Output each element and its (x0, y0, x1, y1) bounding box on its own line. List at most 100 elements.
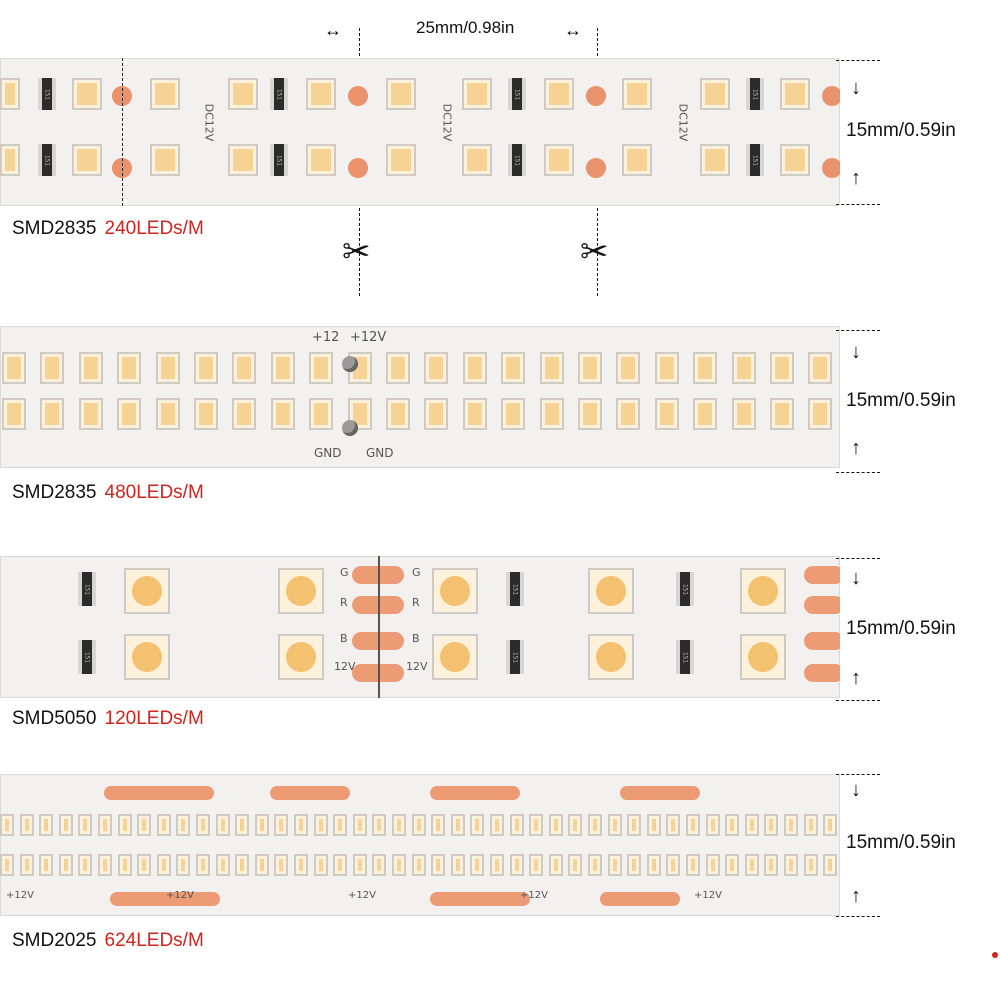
led-chip (117, 398, 142, 430)
led-chip (333, 854, 348, 876)
led-chip (215, 854, 230, 876)
silkscreen-g: G (340, 566, 349, 579)
solder-pad (822, 158, 840, 178)
led-chip (780, 78, 810, 110)
led-strip-smd2835-240: 151 151 151 151 151 151 151 151 DC12V DC… (0, 58, 840, 206)
led-chip (450, 854, 465, 876)
led-chip (156, 854, 171, 876)
led-chip (744, 814, 759, 836)
led-chip (156, 814, 171, 836)
led-chip (770, 352, 794, 384)
led-chip (0, 144, 20, 176)
resistor: 151 (506, 572, 524, 606)
led-chip (424, 398, 449, 430)
led-chip (194, 352, 218, 384)
led-chip (770, 398, 794, 430)
led-chip (462, 352, 487, 384)
width-dimension: ↓ ↑ (836, 774, 880, 918)
led-chip (78, 352, 103, 384)
solder-pad (586, 158, 606, 178)
led-chip (432, 568, 478, 614)
solder-joint (342, 356, 358, 372)
led-chip (568, 814, 583, 836)
led-chip (411, 854, 426, 876)
solder-pad (804, 632, 840, 650)
silkscreen-gnd: GND (314, 446, 342, 460)
led-chip (98, 814, 112, 836)
led-chip (372, 814, 387, 836)
led-chip (646, 854, 661, 876)
width-dimension: ↓ ↑ (836, 60, 880, 206)
led-chip (705, 814, 720, 836)
led-chip (78, 814, 93, 836)
solder-pad (430, 892, 530, 906)
silkscreen-gnd: GND (366, 446, 394, 460)
resistor: 151 (506, 640, 524, 674)
led-chip (372, 854, 387, 876)
strip-model: SMD2835 (12, 218, 97, 239)
resistor: 151 (270, 144, 288, 176)
solder-pad (620, 786, 700, 800)
silkscreen-b: B (340, 632, 348, 645)
led-chip (646, 814, 661, 836)
led-chip (78, 854, 93, 876)
led-chip (462, 78, 492, 110)
led-chip (784, 854, 798, 876)
led-chip (627, 854, 642, 876)
resistor: 151 (508, 144, 526, 176)
led-chip (72, 144, 102, 176)
width-label: 15mm/0.59in (846, 618, 956, 639)
led-strip-smd2025-624: +12V +12V +12V +12V +12V (0, 774, 840, 916)
resistor: 151 (676, 640, 694, 674)
led-chip (700, 78, 730, 110)
led-chip (117, 352, 142, 384)
led-chip (58, 814, 73, 836)
led-chip (39, 854, 54, 876)
cut-line (378, 556, 380, 698)
led-chip (254, 854, 269, 876)
scissors-icon: ✂ (342, 233, 371, 271)
led-chip (117, 854, 132, 876)
led-chip (232, 398, 257, 430)
solder-pad (804, 596, 840, 614)
led-chip (58, 854, 73, 876)
led-chip (294, 814, 308, 836)
led-chip (386, 78, 416, 110)
solder-pad (110, 892, 220, 906)
led-chip (529, 854, 544, 876)
led-chip (808, 398, 833, 430)
led-chip (309, 398, 334, 430)
led-chip (0, 854, 14, 876)
led-chip (578, 398, 602, 430)
silkscreen-12v: +12V (6, 890, 34, 901)
led-chip (705, 854, 720, 876)
led-chip (306, 144, 336, 176)
arrow-down-icon: ↓ (851, 779, 861, 801)
led-chip (780, 144, 810, 176)
led-chip (568, 854, 583, 876)
led-chip (548, 814, 563, 836)
led-chip (306, 78, 336, 110)
silkscreen-plus: +12 (312, 330, 340, 345)
silkscreen-voltage: DC12V (676, 103, 690, 142)
led-chip (588, 634, 634, 680)
led-chip (313, 814, 328, 836)
led-chip (539, 398, 564, 430)
led-chip (78, 398, 103, 430)
led-chip (740, 568, 786, 614)
width-dimension: ↓ ↑ (836, 558, 880, 702)
cut-interval-dimension: ↔ 25mm/0.98in ↔ (320, 18, 602, 40)
cut-line (122, 58, 123, 206)
led-chip (432, 634, 478, 680)
led-chip (490, 814, 504, 836)
led-chip (740, 634, 786, 680)
led-chip (686, 854, 700, 876)
led-chip (278, 634, 324, 680)
led-chip (19, 814, 34, 836)
led-chip (72, 78, 102, 110)
silkscreen-plus: +12V (350, 330, 387, 345)
led-chip (509, 854, 524, 876)
led-chip (392, 854, 406, 876)
